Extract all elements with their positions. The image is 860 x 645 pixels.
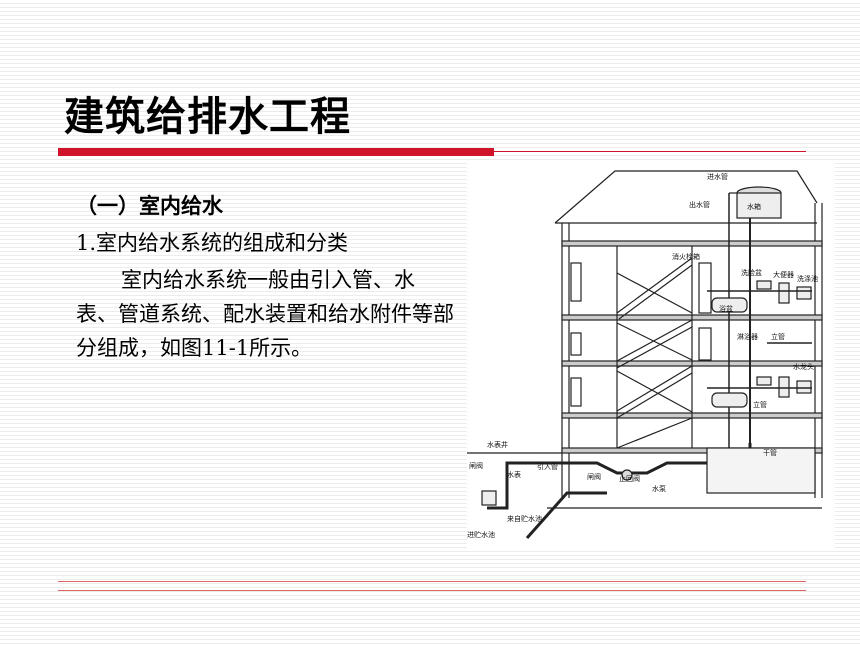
sub-heading: 1.室内给水系统的组成和分类 <box>76 231 349 255</box>
pump <box>621 469 633 481</box>
label-water-meter: 水表 <box>507 470 521 479</box>
label-faucet: 水龙头 <box>793 362 814 371</box>
label-gate-valve-2: 闸阀 <box>587 472 601 481</box>
staircase <box>616 257 693 449</box>
diagram-svg: 进水管 出水管 水箱 消火栓箱 洗脸盆 大便器 洗涤池 浴盆 淋浴器 立管 水龙… <box>467 170 823 539</box>
from-storage-pipe <box>525 491 607 539</box>
label-inlet-pipe: 引入管 <box>537 462 558 471</box>
bathtub-3f <box>711 297 748 313</box>
label-outlet-pipe: 出水管 <box>689 200 710 209</box>
label-from-storage: 来自贮水池 <box>507 514 542 523</box>
building-water-supply-diagram: 进水管 出水管 水箱 消火栓箱 洗脸盆 大便器 洗涤池 浴盆 淋浴器 立管 水龙… <box>467 163 835 548</box>
toilet-3f <box>778 282 790 304</box>
label-riser: 立管 <box>771 332 785 341</box>
washbasin-3f <box>756 280 772 290</box>
body-paragraph: 室内给水系统一般由引入管、水表、管道系统、配水装置和给水附件等部分组成，如图11… <box>76 268 454 360</box>
body-text: （一）室内给水 1.室内给水系统的组成和分类 室内给水系统一般由引入管、水表、管… <box>76 190 456 365</box>
roof-outline <box>554 170 818 224</box>
slab-roof <box>561 240 823 247</box>
bathtub-2f <box>711 392 748 408</box>
label-toilet: 大便器 <box>773 270 794 279</box>
water-tank <box>736 192 782 219</box>
label-inlet-pipe-top: 进水管 <box>707 172 728 181</box>
label-main-pipe: 干管 <box>763 448 777 457</box>
sink-3f <box>796 286 812 300</box>
label-riser-2: 立管 <box>753 400 767 409</box>
footer-line-bottom <box>58 590 806 591</box>
label-shower: 淋浴器 <box>737 332 758 341</box>
label-pump: 水泵 <box>652 484 666 493</box>
meter-well <box>481 490 497 506</box>
label-to-storage: 进贮水池 <box>467 530 495 539</box>
label-washbasin: 洗脸盆 <box>741 268 762 277</box>
title-underline-thin <box>494 151 806 152</box>
label-check-valve: 止回阀 <box>619 474 640 483</box>
label-sink: 洗涤池 <box>797 274 818 283</box>
section-heading: （一）室内给水 <box>76 194 223 218</box>
label-bathtub: 浴盆 <box>719 304 733 313</box>
label-water-tank: 水箱 <box>747 202 761 211</box>
label-fire-hydrant: 消火栓箱 <box>672 252 700 261</box>
slide-title: 建筑给排水工程 <box>64 93 351 140</box>
title-underline-bar <box>58 148 494 156</box>
footer-line-top <box>58 581 806 582</box>
label-gate-valve: 闸阀 <box>469 461 483 470</box>
label-meter-well: 水表井 <box>487 440 508 449</box>
